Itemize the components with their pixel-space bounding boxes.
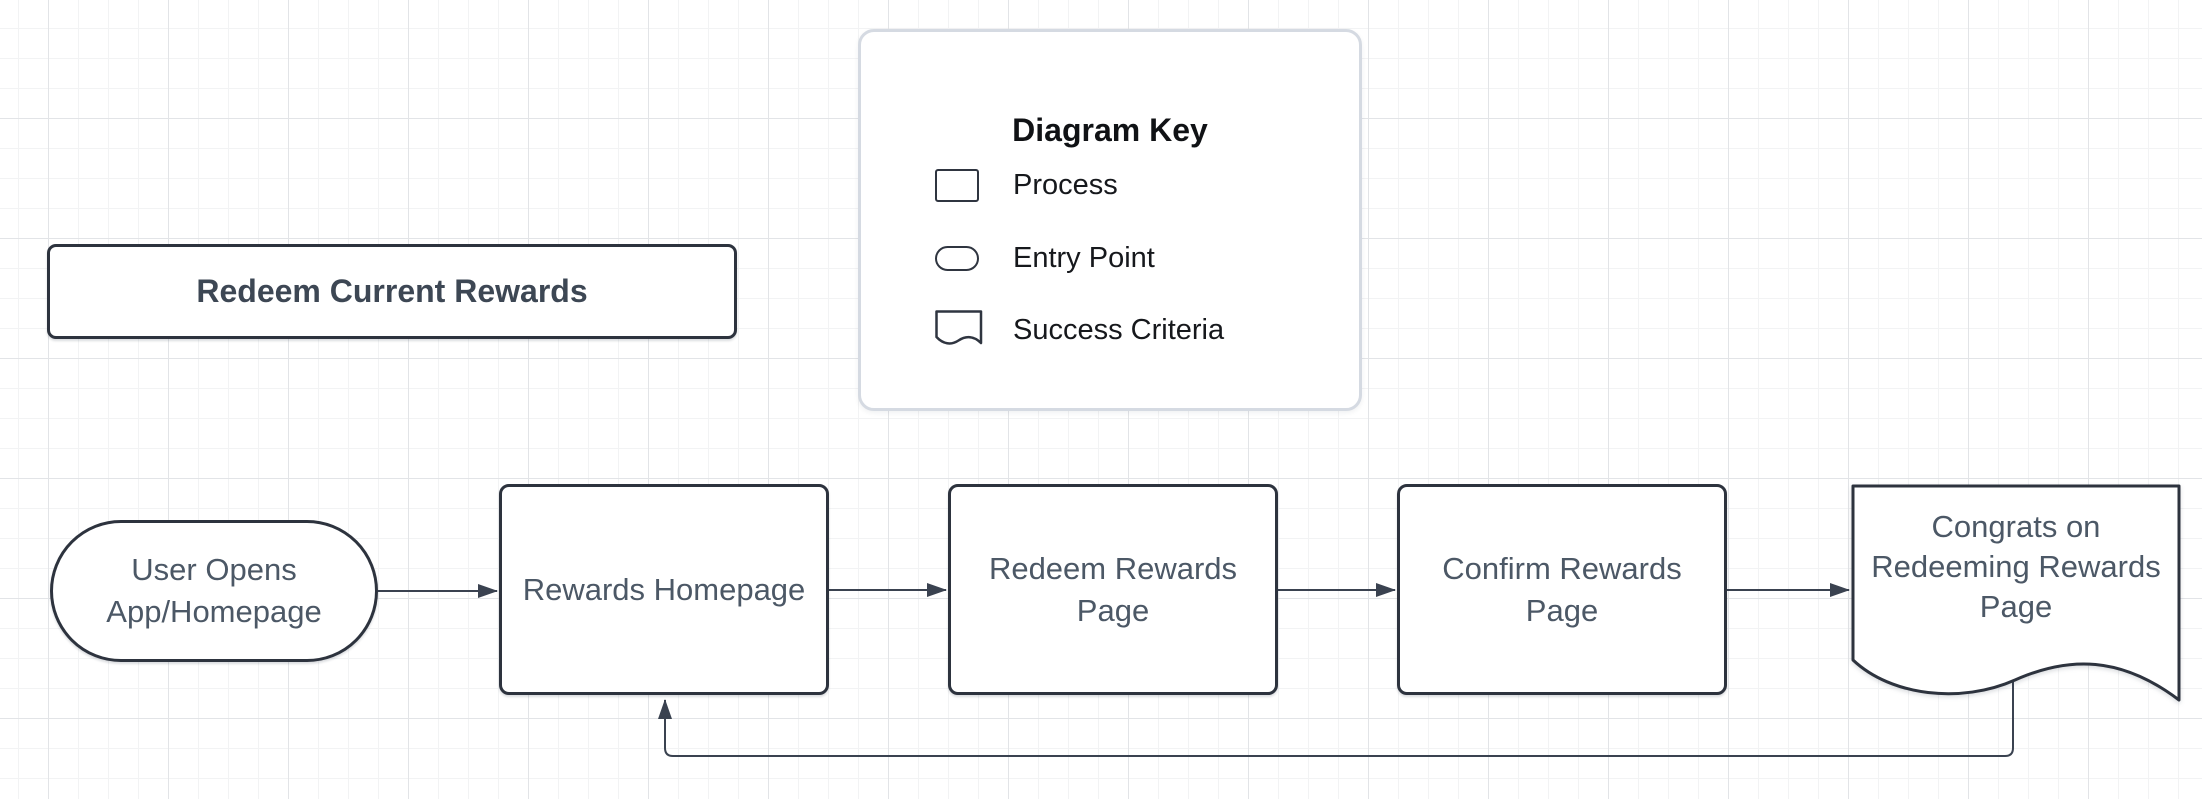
key-item-entry-point: Entry Point xyxy=(935,235,1155,281)
diagram-key-panel[interactable]: Diagram Key Process Entry Point Success … xyxy=(858,29,1362,411)
success-criteria-shape xyxy=(1851,484,2181,702)
flow-title-label: Redeem Current Rewards xyxy=(196,273,588,309)
diagram-key-title: Diagram Key xyxy=(1012,112,1208,148)
flow-node-label: Rewards Homepage xyxy=(522,571,806,607)
key-item-label: Entry Point xyxy=(1013,241,1155,274)
flow-title-node[interactable]: Redeem Current Rewards xyxy=(47,244,737,339)
flow-node-redeem-rewards-page[interactable]: Redeem Rewards Page xyxy=(948,484,1278,695)
key-item-label: Process xyxy=(1013,168,1118,201)
entry-point-stadium-icon xyxy=(935,245,979,271)
flow-node-congrats-page[interactable]: Congrats on Redeeming Rewards Page xyxy=(1851,484,2181,716)
key-item-success-criteria: Success Criteria xyxy=(935,307,1224,353)
connector-congrats-back-to-homepage xyxy=(658,680,2014,757)
flow-node-label: Congrats on Redeeming Rewards Page xyxy=(1871,509,2161,624)
key-item-process: Process xyxy=(935,162,1118,208)
flow-node-rewards-homepage[interactable]: Rewards Homepage xyxy=(499,484,829,695)
flow-node-label: Confirm Rewards Page xyxy=(1442,550,1682,628)
flow-node-label: Redeem Rewards Page xyxy=(988,550,1238,628)
process-rectangle-icon xyxy=(935,168,979,202)
flow-node-confirm-rewards-page[interactable]: Confirm Rewards Page xyxy=(1397,484,1727,695)
key-item-label: Success Criteria xyxy=(1013,313,1225,346)
flow-node-entry-point[interactable]: User Opens App/Homepage xyxy=(50,520,378,662)
flow-node-label: User Opens App/Homepage xyxy=(106,552,322,629)
success-criteria-document-icon xyxy=(935,310,983,345)
